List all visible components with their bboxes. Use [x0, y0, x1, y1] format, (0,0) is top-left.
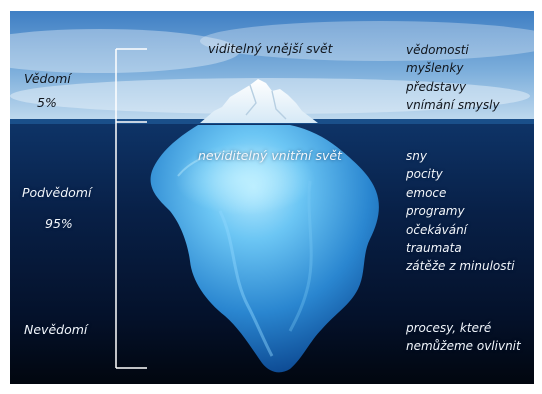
ice-ridge: [288, 180, 313, 332]
list-item: očekávání: [406, 222, 468, 237]
list-item: zátěže z minulosti: [406, 259, 515, 274]
ice-glow: [175, 143, 315, 215]
iceberg-tip: [200, 79, 318, 123]
label-visible-world: viditelný vnější svět: [208, 41, 333, 56]
list-item: traumata: [406, 241, 462, 256]
label-unconscious: Nevědomí: [24, 322, 88, 337]
tip-shadow: [271, 90, 287, 120]
list-item: myšlenky: [406, 61, 464, 76]
list-below-water: sny pocity emoce programy očekávání trau…: [406, 147, 515, 276]
list-item: představy: [406, 79, 467, 94]
iceberg-image: Vědomí 5% Podvědomí 95% Nevědomí viditel…: [10, 11, 534, 384]
list-item: pocity: [406, 167, 443, 182]
depth-bracket: [115, 48, 147, 369]
iceberg-illustration: [10, 11, 534, 384]
label-conscious-percent: 5%: [37, 95, 57, 110]
list-deep: procesy, které nemůžeme ovlivnit: [406, 319, 521, 356]
label-conscious: Vědomí: [24, 71, 71, 86]
list-item: programy: [406, 204, 465, 219]
list-item: emoce: [406, 185, 447, 200]
list-item: sny: [406, 149, 427, 163]
list-item: vnímání smysly: [406, 98, 500, 113]
list-item: vědomosti: [406, 43, 469, 57]
label-subconscious-percent: 95%: [45, 216, 73, 231]
ice-ridge: [218, 210, 274, 357]
tip-shadow: [245, 84, 257, 116]
cloud: [200, 21, 534, 61]
list-above-water: vědomosti myšlenky představy vnímání smy…: [406, 41, 500, 115]
label-invisible-world: neviditelný vnitřní svět: [198, 148, 342, 163]
label-subconscious: Podvědomí: [22, 185, 92, 200]
cloud: [10, 29, 240, 73]
list-item: procesy, které: [406, 321, 492, 335]
ice-ridge: [177, 150, 231, 177]
list-item: nemůžeme ovlivnit: [406, 339, 521, 354]
